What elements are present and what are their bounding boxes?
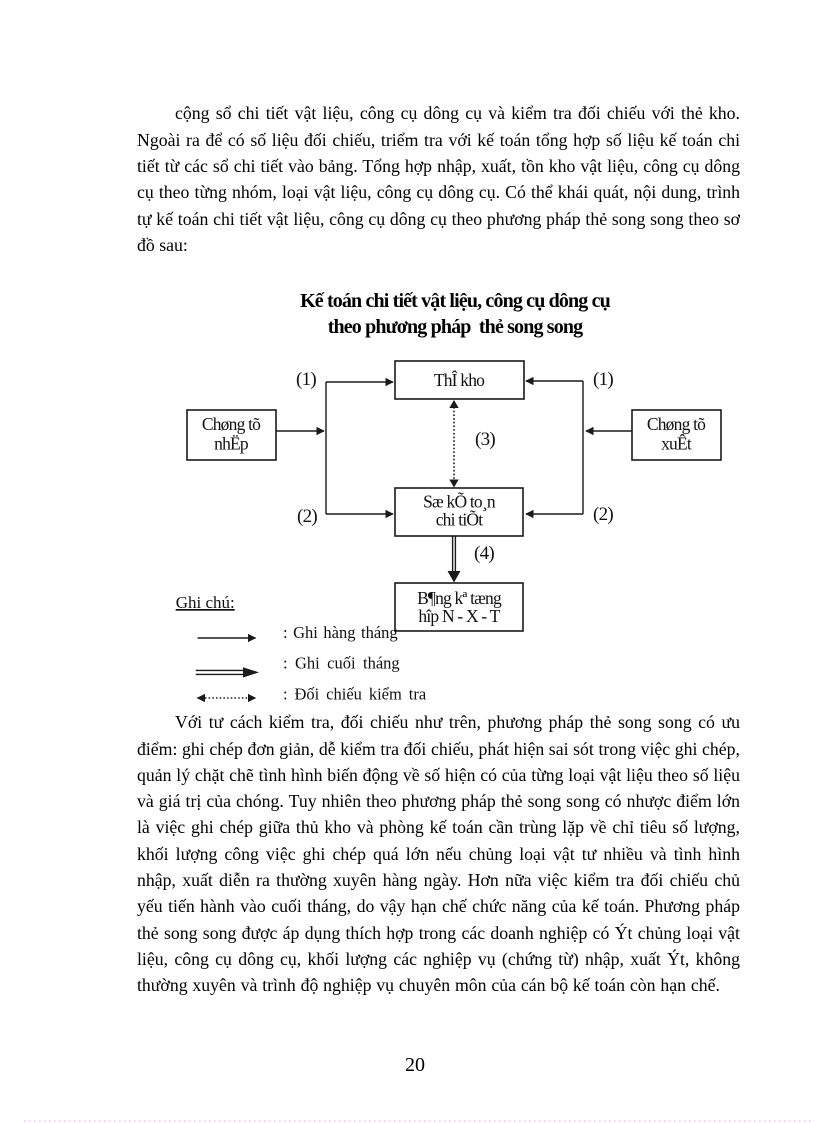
svg-text:nhËp: nhËp	[214, 434, 249, 454]
svg-text:(2): (2)	[297, 506, 317, 527]
svg-text:Ghi chú:: Ghi chú:	[176, 593, 235, 612]
svg-text:Sæ kÕ to¸n: Sæ kÕ to¸n	[423, 491, 496, 511]
svg-text:(1): (1)	[296, 369, 316, 390]
svg-text:ThÎ kho: ThÎ kho	[434, 370, 485, 390]
svg-text:hîp N - X - T: hîp N - X - T	[418, 606, 500, 626]
svg-text:: Đối chiếu kiểm tra: : Đối chiếu kiểm tra	[283, 684, 427, 703]
svg-text:: Ghi hàng tháng: : Ghi hàng tháng	[283, 623, 398, 642]
svg-text:B¶ng kª tæng: B¶ng kª tæng	[417, 588, 502, 608]
svg-text:: Ghi cuối tháng: : Ghi cuối tháng	[283, 654, 400, 673]
svg-text:chi tiÕt: chi tiÕt	[436, 509, 484, 529]
svg-text:(1): (1)	[593, 369, 613, 390]
svg-text:Chøng tõ: Chøng tõ	[647, 414, 706, 434]
svg-text:xuÊt: xuÊt	[661, 434, 692, 454]
svg-text:(2): (2)	[593, 504, 613, 525]
svg-text:(3): (3)	[475, 429, 495, 450]
svg-text:Chøng tõ: Chøng tõ	[202, 414, 261, 434]
svg-text:(4): (4)	[474, 543, 494, 564]
